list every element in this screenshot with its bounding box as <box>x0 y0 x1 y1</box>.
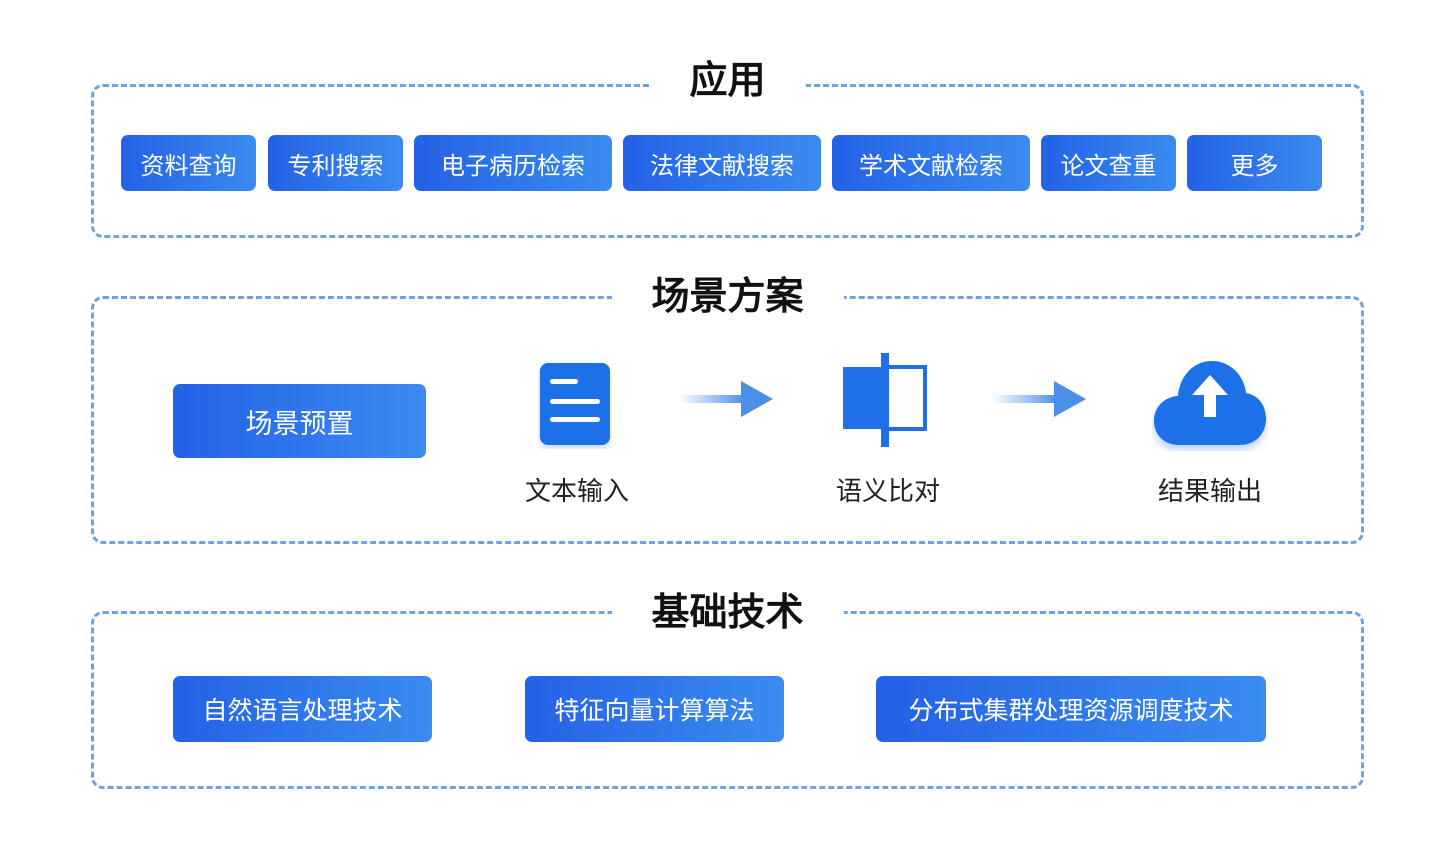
application-section: 应用 资料查询 专利搜索 电子病历检索 法律文献搜索 学术文献检索 论文查重 更… <box>91 55 1364 238</box>
document-icon <box>540 363 610 445</box>
scenario-preset-button[interactable]: 场景预置 <box>173 384 426 458</box>
scenario-section: 场景方案 场景预置 文本输入 语义比对 <box>91 271 1364 544</box>
arrow-right-icon <box>679 381 773 417</box>
application-title: 应用 <box>649 55 806 105</box>
app-item-document-query[interactable]: 资料查询 <box>121 135 256 191</box>
scenario-title: 场景方案 <box>611 271 844 321</box>
tech-item-distributed-scheduling[interactable]: 分布式集群处理资源调度技术 <box>876 676 1266 742</box>
tech-item-nlp[interactable]: 自然语言处理技术 <box>173 676 432 742</box>
technology-section: 基础技术 自然语言处理技术 特征向量计算算法 分布式集群处理资源调度技术 <box>91 587 1364 789</box>
tech-item-feature-vector-algorithm[interactable]: 特征向量计算算法 <box>525 676 784 742</box>
step-label-text-input: 文本输入 <box>524 477 630 507</box>
technology-title: 基础技术 <box>611 587 844 637</box>
app-item-academic-doc-search[interactable]: 学术文献检索 <box>832 135 1030 191</box>
app-item-legal-doc-search[interactable]: 法律文献搜索 <box>623 135 821 191</box>
app-item-paper-plagiarism-check[interactable]: 论文查重 <box>1041 135 1176 191</box>
app-item-medical-record-search[interactable]: 电子病历检索 <box>414 135 612 191</box>
compare-icon <box>843 353 927 447</box>
app-item-more[interactable]: 更多 <box>1187 135 1322 191</box>
cloud-upload-icon <box>1154 361 1266 445</box>
step-label-semantic-compare: 语义比对 <box>835 477 941 507</box>
step-label-result-output: 结果输出 <box>1157 477 1263 507</box>
app-item-patent-search[interactable]: 专利搜索 <box>268 135 403 191</box>
arrow-right-icon <box>992 381 1086 417</box>
